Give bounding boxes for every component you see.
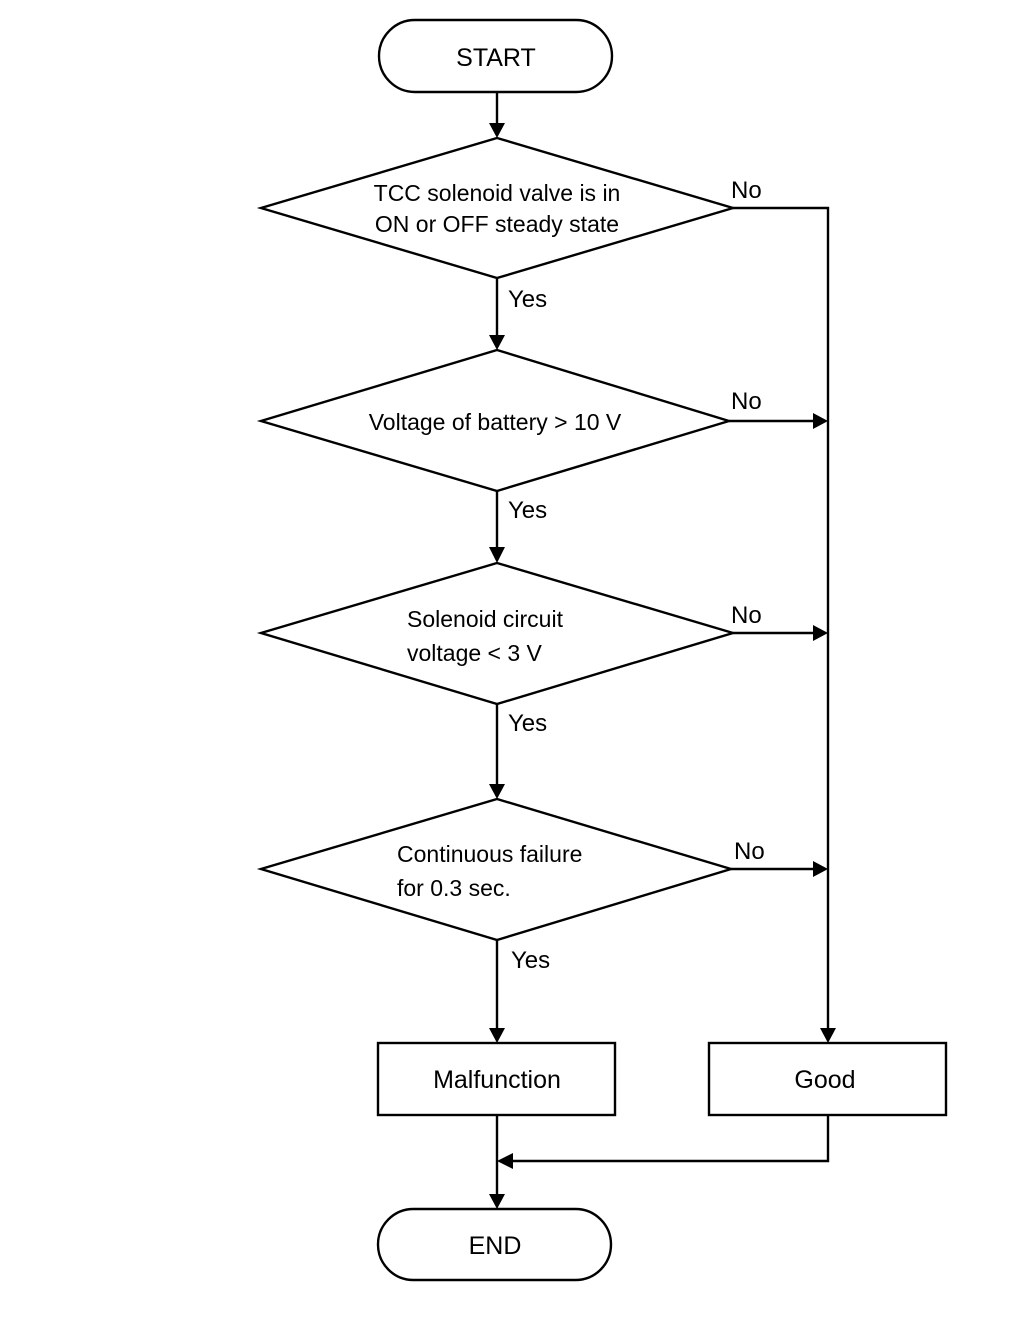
- arrowhead: [489, 335, 505, 350]
- decision-steady-state: TCC solenoid valve is in ON or OFF stead…: [256, 136, 762, 313]
- arrowhead: [813, 861, 828, 877]
- start-label: START: [456, 44, 536, 72]
- decision-continuous-failure: Continuous failure for 0.3 sec. Yes No: [256, 797, 765, 974]
- decision-battery-voltage: Voltage of battery > 10 V Yes No: [256, 348, 762, 524]
- decision-line: Continuous failure: [397, 841, 582, 867]
- edge-good-to-merge: [512, 1115, 830, 1163]
- yes-label: Yes: [508, 497, 547, 524]
- decision-line: TCC solenoid valve is in: [374, 180, 621, 206]
- decision-shape: [256, 561, 738, 706]
- start-terminal: START: [377, 18, 614, 94]
- arrowhead: [813, 413, 828, 429]
- outcome-good: Good: [707, 1041, 948, 1117]
- decision-line: voltage < 3 V: [407, 640, 543, 666]
- decision-shape: [256, 136, 738, 280]
- yes-label: Yes: [511, 947, 550, 974]
- end-label: END: [469, 1232, 522, 1260]
- connectors: [489, 92, 836, 1209]
- arrowhead: [489, 123, 505, 138]
- edge-d1-no-bus: [733, 206, 830, 1029]
- decision-line: Solenoid circuit: [407, 606, 564, 632]
- good-box: [707, 1041, 948, 1117]
- no-label: No: [734, 838, 765, 865]
- decision-shape: [256, 348, 734, 493]
- no-label: No: [731, 177, 762, 204]
- malfunction-label: Malfunction: [433, 1066, 561, 1094]
- arrowhead: [489, 1028, 505, 1043]
- arrowhead: [813, 625, 828, 641]
- outcome-malfunction: Malfunction: [376, 1041, 617, 1117]
- arrowhead: [497, 1153, 513, 1169]
- arrowhead: [489, 784, 505, 799]
- end-terminal: END: [376, 1207, 613, 1282]
- arrowhead: [820, 1028, 836, 1043]
- decision-line: for 0.3 sec.: [397, 875, 511, 901]
- no-label: No: [731, 602, 762, 629]
- decision-line: Voltage of battery > 10 V: [369, 409, 622, 435]
- decision-shape: [256, 797, 736, 942]
- good-label: Good: [794, 1066, 855, 1094]
- malfunction-box: [376, 1041, 617, 1117]
- arrowhead: [489, 547, 505, 563]
- decision-circuit-voltage: Solenoid circuit voltage < 3 V Yes No: [256, 561, 762, 737]
- no-label: No: [731, 388, 762, 415]
- start-shape: [377, 18, 614, 94]
- end-shape: [376, 1207, 613, 1282]
- arrowhead: [489, 1194, 505, 1209]
- yes-label: Yes: [508, 710, 547, 737]
- decision-line: ON or OFF steady state: [375, 211, 619, 237]
- yes-label: Yes: [508, 286, 547, 313]
